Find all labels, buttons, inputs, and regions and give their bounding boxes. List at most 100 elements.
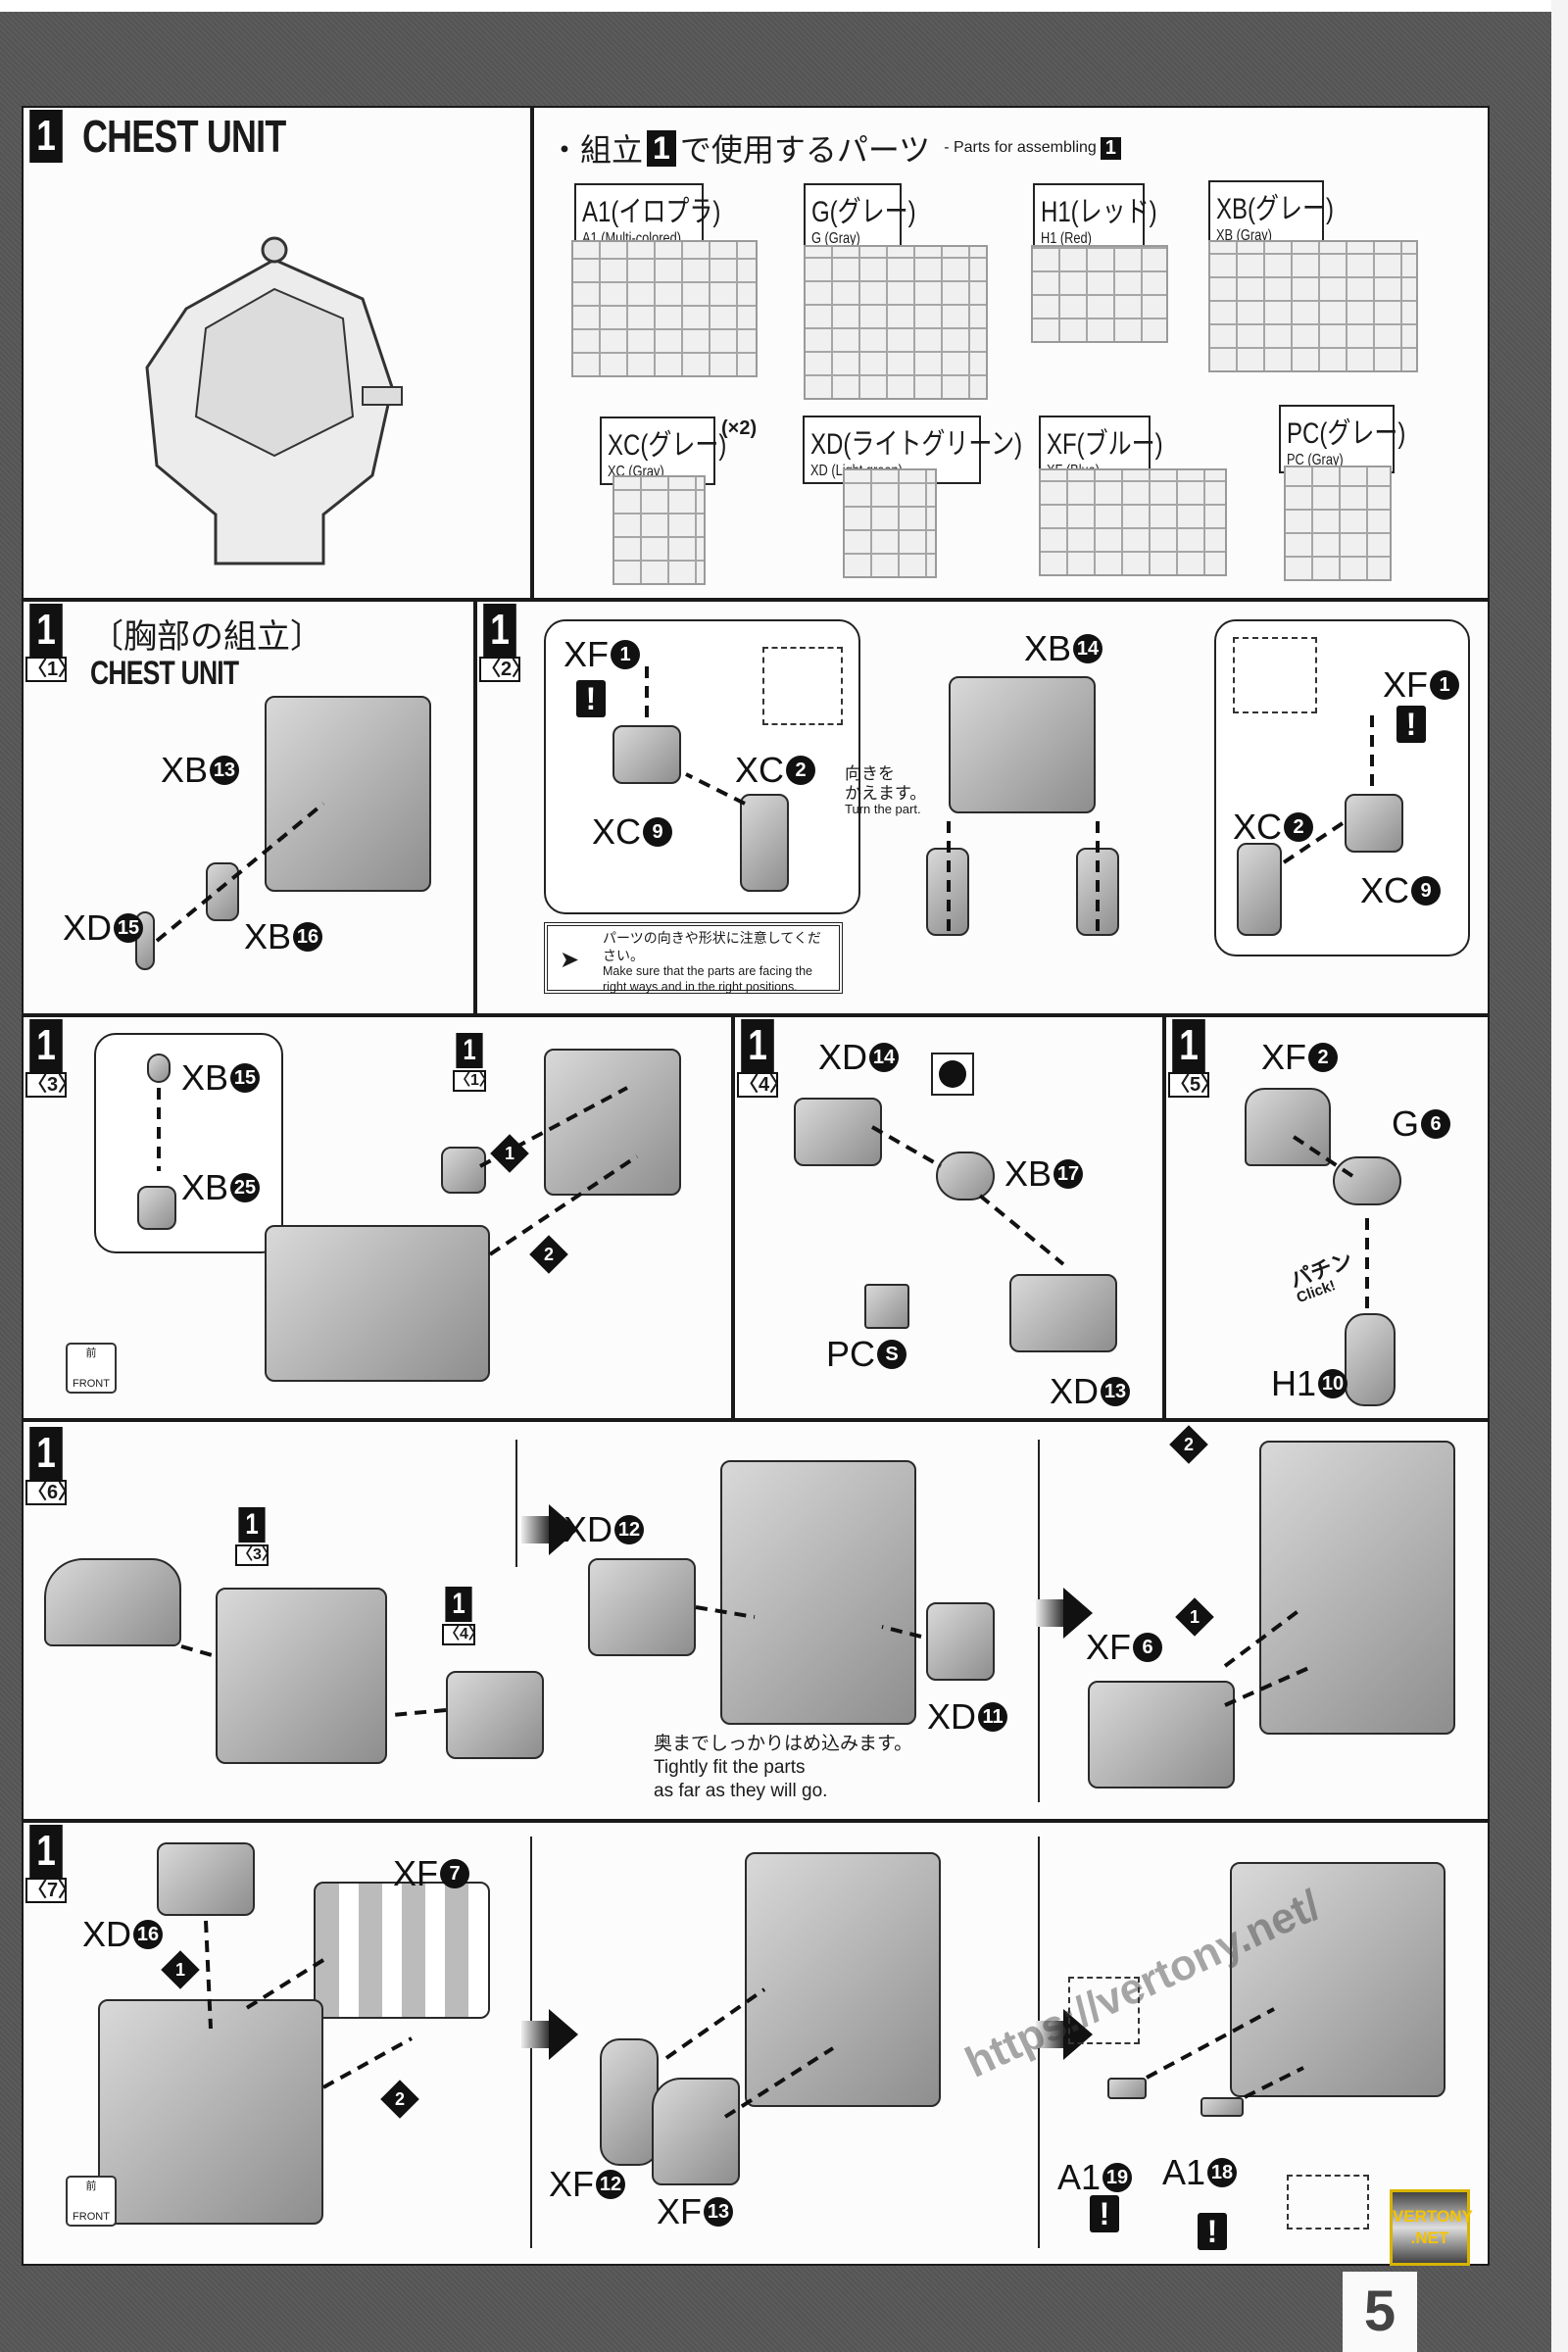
ref-step-badge: 1 (445, 1587, 472, 1622)
assembly-arrow (695, 1605, 756, 1619)
detail-inset (1233, 637, 1317, 713)
xb15-part (147, 1054, 171, 1083)
xd13-assembly-part (446, 1671, 544, 1759)
assembly-arrow (1223, 1605, 1305, 1668)
assembly-arrow (322, 2036, 413, 2089)
runner-h1-image (1031, 245, 1168, 343)
xc2-part (1237, 843, 1282, 936)
next-arrow-icon (521, 2009, 578, 2060)
chest-assembly-part (98, 1999, 323, 2225)
detail-inset (1287, 2175, 1369, 2230)
assembly-arrow (391, 1708, 447, 1717)
step-sub-number: 〈1〉 (25, 657, 78, 682)
step-badge: 1 (29, 110, 63, 163)
runner-pc-image (1284, 466, 1392, 581)
xd13-part (1009, 1274, 1117, 1352)
a1-18-part (1200, 2097, 1244, 2117)
runner-label-xb: XB(グレー)XB (Gray) (1208, 180, 1334, 249)
caution-icon: ! (1090, 2195, 1119, 2232)
assembly-arrow (685, 772, 746, 806)
assembly-arrow (1244, 2066, 1304, 2099)
page-top-margin (0, 0, 1568, 12)
xf6-part (1088, 1681, 1235, 1788)
assembly-arrow (1282, 821, 1345, 864)
vertony-logo: VERTONY.NET (1390, 2189, 1473, 2266)
step-badge: 1 (29, 1019, 63, 1072)
ref-step-sub: 〈3〉 (235, 1544, 277, 1566)
step-badge: 1 (29, 604, 63, 657)
divider (515, 1440, 517, 1567)
assembly-arrow (871, 1125, 942, 1168)
xf-cover-part (44, 1558, 181, 1646)
a1-19-part (1107, 2078, 1147, 2099)
g6-part (1333, 1156, 1401, 1205)
parts-header: ・組立 1 で使用するパーツ - Parts for assembling 1 (549, 125, 1121, 171)
xc2-part (740, 794, 789, 892)
parts-header-jp-post: で使用するパーツ (679, 132, 931, 168)
ball-joint-part (441, 1147, 486, 1194)
detail-inset (931, 1053, 974, 1096)
next-arrow-icon (1036, 1588, 1093, 1639)
arrows-icon: ➤ (560, 947, 580, 973)
xf12-part (600, 2038, 659, 2166)
xd12-part (588, 1558, 696, 1656)
caution-icon: ! (1396, 706, 1426, 743)
parts-header-jp: ・組立 (549, 132, 644, 168)
parts-header-en: - Parts for assembling (944, 139, 1097, 156)
chest-assembly-part (216, 1588, 387, 1764)
xc9-part (1345, 794, 1403, 853)
step-sub-number: 〈2〉 (479, 657, 532, 682)
assembly-arrow (723, 2046, 835, 2119)
step-badge: 1 (1172, 1019, 1205, 1072)
step-5-panel (1164, 1015, 1490, 1420)
parts-header-step-2: 1 (1100, 136, 1121, 160)
ref-step-sub: 〈4〉 (442, 1624, 484, 1645)
xc9-part (612, 725, 681, 784)
assembly-arrow (978, 1194, 1065, 1266)
ref-step-sub: 〈1〉 (453, 1070, 495, 1092)
ref-step-badge: 1 (456, 1033, 483, 1068)
assembly-arrow (479, 1086, 628, 1168)
assembly-arrow (180, 1644, 217, 1658)
chest-frame-part (265, 696, 431, 892)
assembly-arrow (1224, 1664, 1314, 1707)
assembly-arrow (664, 1987, 766, 2060)
step-sub-number: 〈3〉 (25, 1072, 78, 1098)
runner-xc-quantity: (×2) (721, 417, 758, 439)
page-right-margin (1551, 0, 1568, 2352)
step-sub-number: 〈5〉 (1168, 1072, 1221, 1098)
ref-step-badge: 1 (238, 1507, 266, 1543)
step-badge: 1 (483, 604, 516, 657)
chest-frame-part (544, 1049, 681, 1196)
runner-label-pc: PC(グレー)PC (Gray) (1279, 405, 1405, 473)
small-part (206, 862, 239, 921)
xd11-part (926, 1602, 995, 1681)
assembly-arrow (488, 1154, 639, 1256)
next-arrow-icon (521, 1504, 578, 1555)
parts-header-step: 1 (647, 129, 676, 167)
caution-icon: ! (576, 680, 606, 717)
xb17-part (936, 1152, 995, 1200)
runner-label-h1: H1(レッド)H1 (Red) (1033, 183, 1157, 252)
page-number: 5 (1343, 2272, 1417, 2352)
runner-xb-image (1208, 240, 1418, 372)
assembly-arrow (204, 1920, 213, 2030)
